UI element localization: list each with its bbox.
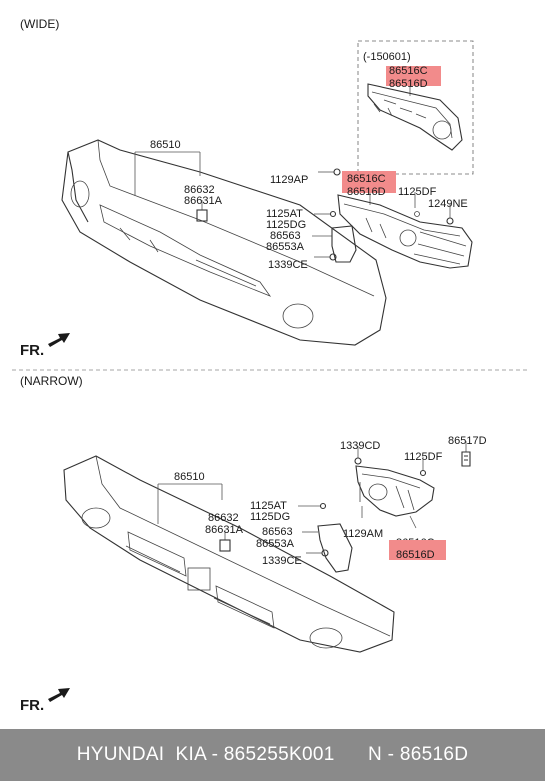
wide-leader-86510 — [134, 151, 201, 196]
wide-label-86510: 86510 — [150, 139, 181, 151]
narrow-highlight — [389, 540, 446, 560]
narrow-stay-86563 — [317, 523, 353, 573]
inset-box — [357, 40, 474, 175]
narrow-label-1125at: 1125AT — [250, 500, 287, 512]
narrow-label-1339cd: 1339CD — [340, 440, 380, 452]
narrow-label-86631a: 86631A — [205, 524, 244, 536]
bolt-1125at-narrow-icon — [319, 502, 327, 510]
narrow-label-1125dg: 1125DG — [250, 511, 290, 523]
bolt-1249ne-icon — [446, 217, 454, 225]
narrow-mount-bracket-drawing — [355, 465, 435, 517]
wide-label-1125dg: 1125DG — [266, 219, 306, 231]
narrow-label-86517d: 86517D — [448, 435, 487, 447]
direction-label-wide: FR. — [20, 342, 44, 359]
bolt-1129ap-icon — [333, 168, 341, 176]
narrow-label-86510: 86510 — [174, 471, 205, 483]
nut-1339ce-icon — [329, 253, 337, 261]
wide-label-86516d: 86516D — [347, 186, 386, 198]
section-title-narrow: (NARROW) — [20, 374, 83, 388]
nut-1339ce-narrow-icon — [321, 549, 329, 557]
wide-stay-86563 — [331, 225, 357, 263]
footer-text: HYUNDAI KIA - 865255K001 N - 86516D — [76, 744, 469, 765]
narrow-label-86632: 86632 — [208, 512, 239, 524]
direction-label-narrow: FR. — [20, 697, 44, 714]
inset-label-86516c: 86516C — [389, 65, 428, 77]
wide-highlight — [342, 171, 396, 193]
wide-label-86516c: 86516C — [347, 173, 386, 185]
wide-label-1125at: 1125AT — [266, 208, 303, 220]
front-arrow-icon-narrow — [48, 688, 70, 702]
narrow-label-1339ce: 1339CE — [262, 555, 302, 567]
narrow-bumper-drawing — [63, 455, 395, 653]
narrow-leader-86516 — [409, 515, 417, 529]
inset-label-86516d: 86516D — [389, 78, 428, 90]
inset-title: (-150601) — [363, 51, 411, 63]
narrow-label-86516d: 86516D — [396, 549, 435, 561]
wide-label-86631a: 86631A — [184, 195, 223, 207]
narrow-label-86553a: 86553A — [256, 538, 295, 550]
wide-label-1129ap: 1129AP — [270, 174, 308, 186]
front-arrow-icon — [48, 333, 70, 347]
wide-label-86563: 86563 — [270, 230, 301, 242]
wide-label-86553a: 86553A — [266, 241, 305, 253]
wide-mount-bracket-drawing — [337, 194, 473, 269]
section-title-wide: (WIDE) — [20, 17, 59, 31]
narrow-label-86563: 86563 — [262, 526, 293, 538]
bolt-1125at-icon — [329, 210, 337, 218]
bolt-1125df-icon — [419, 469, 427, 477]
narrow-leader-86510 — [157, 483, 223, 524]
wide-label-1249ne: 1249NE — [428, 198, 468, 210]
narrow-bracket-86632 — [219, 539, 231, 552]
narrow-label-1129am: 1129AM — [343, 528, 383, 540]
wide-bumper-drawing — [61, 139, 387, 346]
wide-label-1339ce: 1339CE — [268, 259, 308, 271]
wide-bracket-86632 — [196, 209, 208, 222]
wide-label-1125df: 1125DF — [398, 186, 437, 198]
clip-86517d-icon — [461, 451, 471, 467]
nut-1339cd-icon — [354, 457, 362, 465]
inset-highlight — [386, 66, 441, 86]
inset-bracket-drawing — [367, 83, 463, 151]
wide-label-86632: 86632 — [184, 184, 215, 196]
footer-bar: HYUNDAI KIA - 865255K001 N - 86516D — [0, 729, 545, 781]
